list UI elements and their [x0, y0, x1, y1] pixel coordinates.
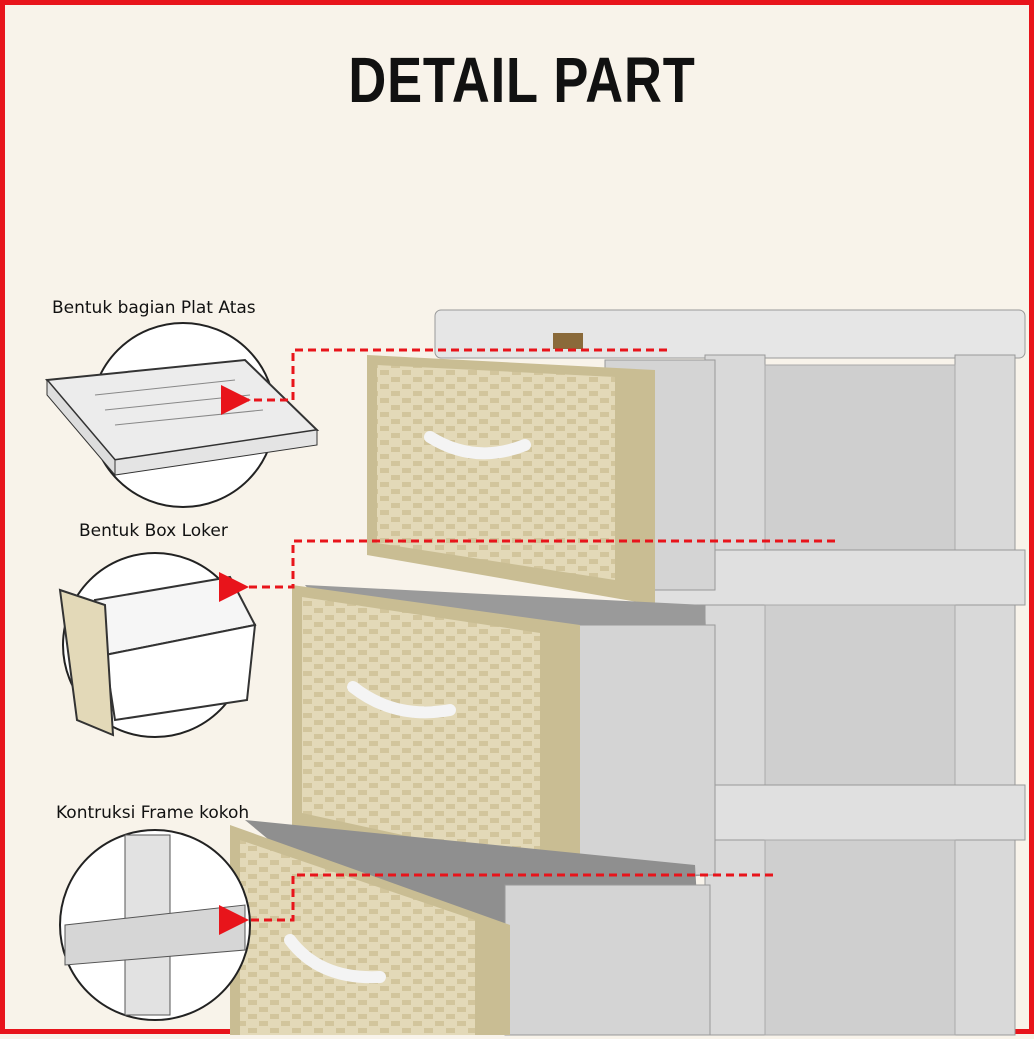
label-box-loker: Bentuk Box Loker: [79, 521, 228, 541]
arrow-top-plate-icon: [221, 348, 667, 415]
product-illustration: [45, 309, 1026, 1036]
drawer-handle: [424, 431, 531, 460]
callout-arrows: [219, 348, 835, 935]
label-top-plate: Bentuk bagian Plat Atas: [52, 298, 256, 318]
label-frame: Kontruksi Frame kokoh: [56, 803, 250, 823]
detail-circle-top-plate: [45, 322, 320, 508]
drawer-top: [367, 355, 716, 605]
drawer-middle: [292, 585, 716, 890]
arrow-frame-icon: [219, 873, 773, 935]
drawer-handle: [347, 681, 456, 719]
detail-circle-drawer-box: [58, 552, 257, 738]
page-title: DETAIL PART: [348, 44, 696, 116]
drawer-handle: [284, 934, 386, 984]
brand-logo: [553, 333, 583, 349]
cabinet-frame: [434, 309, 1026, 1036]
arrow-box-loker-icon: [219, 539, 835, 602]
detail-circle-frame-joint: [59, 829, 251, 1021]
